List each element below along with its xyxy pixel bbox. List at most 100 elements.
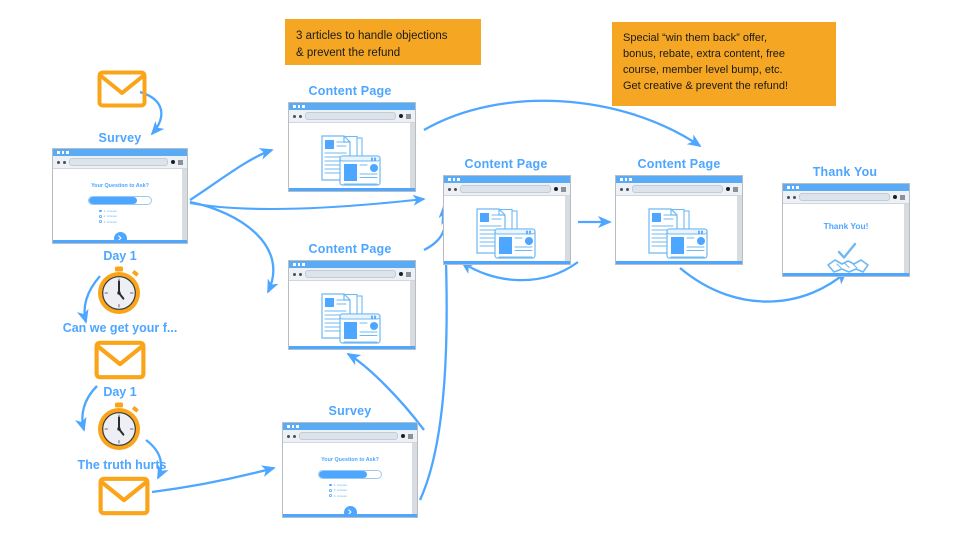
scrollbar[interactable] [410, 123, 415, 191]
content-3-window[interactable] [443, 175, 571, 265]
address-bar[interactable] [283, 430, 417, 443]
survey-1-option[interactable]: 2. Answer [99, 214, 141, 218]
url-field[interactable] [298, 432, 398, 440]
survey-1-option[interactable]: 3. Answer [99, 220, 141, 224]
survey-2-option[interactable]: 3. Answer [329, 494, 371, 498]
survey-1-next-button[interactable] [113, 231, 127, 243]
content-2-window[interactable] [288, 260, 416, 350]
menu-icon[interactable] [178, 159, 183, 165]
nav-dots [57, 160, 66, 164]
documents-stack-icon [648, 208, 708, 259]
titlebar [444, 176, 570, 183]
survey-2-body: Your Question to Ask? 1. Answer 2. Answe… [283, 443, 417, 517]
documents-stack-icon [321, 293, 381, 344]
note-winback: Special “win them back” offer, bonus, re… [612, 22, 836, 106]
node-title-content-2: Content Page [308, 242, 392, 256]
titlebar [53, 149, 187, 156]
titlebar [283, 423, 417, 430]
content-1-window[interactable] [288, 102, 416, 192]
menu-icon[interactable] [900, 194, 905, 200]
survey-1-options: 1. Answer 2. Answer 3. Answer [99, 209, 141, 224]
radio-icon[interactable] [329, 483, 332, 487]
record-icon[interactable] [553, 186, 558, 192]
node-title-content-4: Content Page [637, 157, 721, 171]
record-icon[interactable] [892, 194, 897, 200]
node-title-content-3: Content Page [464, 157, 548, 171]
scrollbar[interactable] [410, 281, 415, 349]
url-field[interactable] [459, 185, 551, 193]
chevron-right-icon [118, 235, 122, 241]
window-footer [283, 514, 417, 517]
option-label: 3. Answer [103, 219, 118, 224]
menu-icon[interactable] [561, 186, 566, 192]
node-title-survey-2: Survey [328, 404, 372, 418]
chevron-right-icon [348, 509, 352, 515]
survey-2-option[interactable]: 2. Answer [329, 488, 371, 492]
envelope-icon [98, 476, 150, 516]
option-label: 2. Answer [103, 214, 118, 219]
survey-1-body: Your Question to Ask? 1. Answer 2. Answe… [53, 169, 187, 243]
survey-2-slider[interactable] [318, 470, 382, 479]
menu-icon[interactable] [406, 113, 411, 119]
url-field[interactable] [68, 158, 168, 166]
rail-email-subject-1: Can we get your f... [62, 321, 178, 335]
option-label: 1. Answer [103, 209, 118, 213]
radio-icon[interactable] [329, 494, 332, 498]
radio-icon[interactable] [99, 220, 102, 224]
scrollbar[interactable] [904, 204, 909, 276]
address-bar[interactable] [783, 191, 909, 204]
content-2-body [289, 281, 415, 349]
rail-day-label-1: Day 1 [103, 249, 137, 263]
window-dots [448, 178, 460, 181]
content-1-body [289, 123, 415, 191]
thankyou-window[interactable]: Thank You! [782, 183, 910, 277]
note-articles: 3 articles to handle objections & preven… [285, 19, 481, 65]
node-title-survey-1: Survey [98, 131, 142, 145]
address-bar[interactable] [289, 268, 415, 281]
address-bar[interactable] [616, 183, 742, 196]
content-3-body [444, 196, 570, 264]
window-dots [293, 105, 305, 108]
url-field[interactable] [631, 185, 723, 193]
address-bar[interactable] [53, 156, 187, 169]
url-field[interactable] [304, 112, 396, 120]
menu-icon[interactable] [408, 433, 413, 439]
radio-icon[interactable] [329, 489, 332, 492]
scrollbar[interactable] [412, 443, 417, 517]
record-icon[interactable] [398, 271, 403, 277]
content-4-window[interactable] [615, 175, 743, 265]
survey-2-next-button[interactable] [343, 505, 357, 517]
scrollbar[interactable] [737, 196, 742, 264]
menu-icon[interactable] [733, 186, 738, 192]
nav-dots [448, 187, 457, 191]
survey-1-slider[interactable] [88, 196, 152, 205]
record-icon[interactable] [170, 159, 175, 165]
survey-1-question: Your Question to Ask? [91, 183, 149, 189]
survey-2-option[interactable]: 1. Answer [329, 483, 371, 487]
titlebar [289, 261, 415, 268]
survey-1-option[interactable]: 1. Answer [99, 209, 141, 213]
stopwatch-icon [98, 266, 140, 314]
option-label: 1. Answer [333, 483, 348, 487]
survey-2-window[interactable]: Your Question to Ask? 1. Answer 2. Answe… [282, 422, 418, 518]
record-icon[interactable] [400, 433, 405, 439]
window-dots [293, 263, 305, 266]
radio-icon[interactable] [99, 209, 102, 213]
node-title-thankyou: Thank You [812, 165, 878, 179]
record-icon[interactable] [725, 186, 730, 192]
record-icon[interactable] [398, 113, 403, 119]
radio-icon[interactable] [99, 215, 102, 218]
window-dots [57, 151, 69, 154]
survey-1-window[interactable]: Your Question to Ask? 1. Answer 2. Answe… [52, 148, 188, 244]
address-bar[interactable] [444, 183, 570, 196]
survey-2-question: Your Question to Ask? [321, 457, 379, 463]
address-bar[interactable] [289, 110, 415, 123]
scrollbar[interactable] [565, 196, 570, 264]
scrollbar[interactable] [182, 169, 187, 243]
content-4-body [616, 196, 742, 264]
window-footer [616, 261, 742, 264]
menu-icon[interactable] [406, 271, 411, 277]
url-field[interactable] [798, 193, 890, 201]
url-field[interactable] [304, 270, 396, 278]
window-dots [287, 425, 299, 428]
